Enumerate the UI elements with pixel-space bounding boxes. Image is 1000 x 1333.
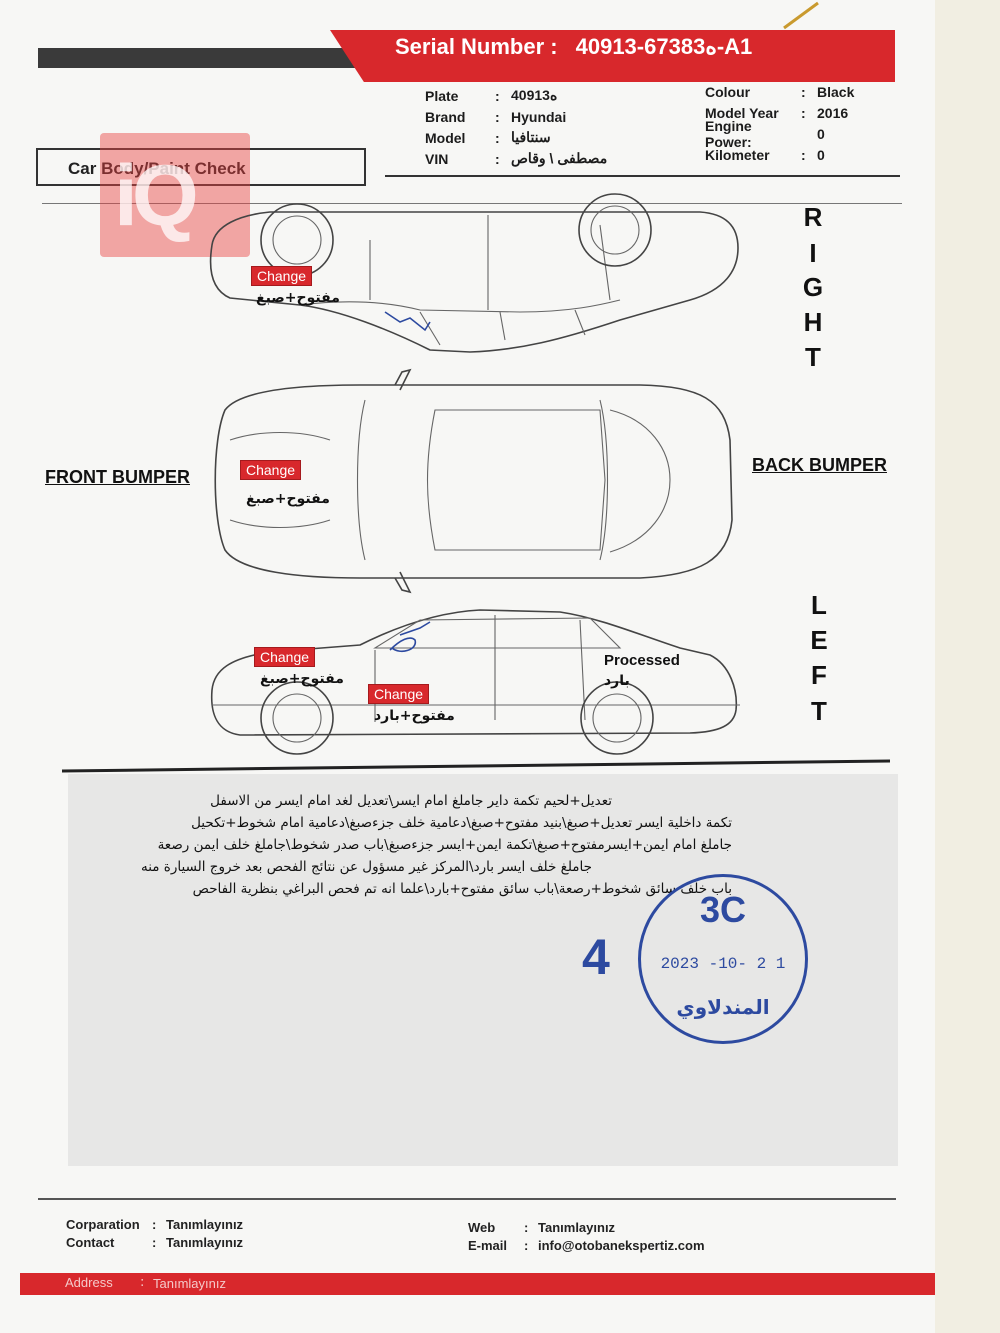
note-line: جاملغ امام ايمن+ايسرمفتوح+صبغ\تكمة ايمن+…	[157, 837, 732, 853]
note-line: تكمة داخلية ايسر تعديل+صبغ\بنيد مفتوح+صب…	[191, 815, 732, 831]
serial-label: Serial Number :	[395, 34, 558, 59]
section-title: Car Body/Paint Check	[68, 159, 246, 178]
serial-number: Serial Number : ه67383-40913-A1	[395, 30, 752, 64]
footer-contact: Contact:Tanımlayınız	[66, 1234, 244, 1250]
info-row-vin: VIN:مصطفى \ وقاص	[425, 150, 608, 167]
footer-left: Corparation:Tanımlayınız Contact:Tanımla…	[66, 1215, 243, 1251]
info-key: Model Year	[705, 104, 779, 121]
header-rule	[385, 175, 900, 177]
footer-rule	[38, 1198, 896, 1200]
inspector-stamp: 3C 2023 -10- 2 1 المندلاوي	[638, 874, 808, 1044]
address-bar: Address : Tanımlayınız	[20, 1273, 948, 1295]
address-value: Tanımlayınız	[153, 1276, 226, 1291]
car-left-side-view	[210, 609, 740, 755]
info-key: Colour	[705, 83, 751, 100]
footer-email: E-mail:info@otobanekspertiz.com	[468, 1237, 705, 1253]
vehicle-info-left: Plate:ه40913 Brand:Hyundai Model:سنتافيا…	[425, 85, 607, 169]
info-row-kilometer: Kilometer:0	[705, 146, 825, 163]
side-letter: F	[811, 660, 827, 690]
note-line: باب خلف سائق شخوط+رصعة\باب سائق مفتوح+با…	[192, 881, 732, 897]
info-value: 2016	[817, 104, 849, 121]
address-key: Address	[65, 1275, 113, 1290]
inspection-sheet: Serial Number : ه67383-40913-A1 Plate:ه4…	[0, 0, 948, 1333]
side-letter: T	[811, 696, 827, 726]
car-right-side-view	[209, 193, 739, 353]
info-row-plate: Plate:ه40913	[425, 87, 558, 104]
notes-divider	[61, 759, 891, 773]
header-red-band	[330, 30, 895, 82]
info-value: 0	[817, 146, 825, 163]
back-bumper-label: BACK BUMPER	[752, 455, 887, 475]
front-bumper-label: FRONT BUMPER	[45, 467, 190, 487]
note-left-fender: مفتوح+صبغ	[260, 671, 344, 687]
side-letter: R	[803, 202, 823, 232]
info-value: سنتافيا	[511, 129, 551, 145]
underlying-page-edge	[935, 0, 1000, 1333]
note-hood: مفتوح+صبغ	[246, 491, 330, 507]
note-left-door: مفتوح+بارد	[374, 708, 455, 724]
change-tag-hood: Change	[240, 460, 302, 480]
side-letter: I	[809, 238, 817, 268]
note-line: تعديل+لحيم تكمة داير جاملغ امام ايسر\تعد…	[210, 793, 612, 809]
paper-clip-icon	[783, 1, 819, 30]
info-key: Kilometer	[705, 146, 770, 163]
info-row-model-year: Model Year:2016	[705, 104, 849, 121]
car-diagrams	[61, 193, 891, 773]
change-tag-left-door: Change	[368, 684, 430, 704]
footer-right: Web:Tanımlayınız E-mail:info@otobanekspe…	[468, 1218, 705, 1254]
info-key: Brand	[425, 108, 466, 125]
iq-watermark-logo: iQ	[100, 133, 250, 257]
info-key: Engine Power:	[705, 117, 752, 150]
info-key: Plate	[425, 87, 459, 104]
side-letter: L	[811, 590, 827, 620]
info-key: VIN	[425, 150, 449, 167]
info-value: ه40913	[511, 87, 558, 103]
processed-label-left-rear: Processed	[604, 652, 680, 669]
info-key: Model	[425, 129, 466, 146]
info-value: 0	[817, 125, 825, 142]
section-title-box: Car Body/Paint Check	[36, 148, 366, 186]
change-tag-right-front: Change	[251, 266, 313, 286]
info-row-colour: Colour:Black	[705, 83, 855, 100]
note-right-front: مفتوح+صبغ	[256, 290, 340, 306]
car-top-view	[214, 368, 733, 594]
side-letter: T	[805, 342, 821, 372]
side-letter: G	[802, 272, 824, 302]
info-row-brand: Brand:Hyundai	[425, 108, 567, 125]
info-row-model: Model:سنتافيا	[425, 129, 551, 146]
info-row-engine-power: Engine Power: 0	[705, 118, 854, 150]
footer-corporation: Corparation:Tanımlayınız	[66, 1216, 244, 1232]
note-line: جاملغ خلف ايسر بارد\المركز غير مسؤول عن …	[140, 859, 592, 875]
info-value: Hyundai	[511, 108, 567, 125]
note-left-rear: بارد	[604, 673, 630, 689]
vehicle-info-right: Colour:Black Model Year:2016 Engine Powe…	[705, 81, 854, 165]
stamp-date: 2023 -10- 2 1	[660, 955, 786, 973]
handwritten-number: 4	[582, 929, 610, 985]
stamp-code: 3C	[699, 889, 747, 930]
change-tag-left-fender: Change	[254, 647, 316, 667]
info-value: Black	[817, 83, 855, 100]
stamp-signature: المندلاوي	[676, 995, 770, 1019]
side-letter: H	[803, 307, 823, 337]
footer-web: Web:Tanımlayınız	[468, 1219, 616, 1235]
serial-value: ه67383-40913-A1	[575, 34, 753, 59]
inspection-notes: تعديل+لحيم تكمة داير جاملغ امام ايسر\تعد…	[82, 790, 732, 900]
section-rule	[42, 203, 902, 204]
side-letter: E	[810, 625, 828, 655]
header-black-band	[38, 48, 368, 68]
info-value: مصطفى \ وقاص	[511, 150, 608, 166]
